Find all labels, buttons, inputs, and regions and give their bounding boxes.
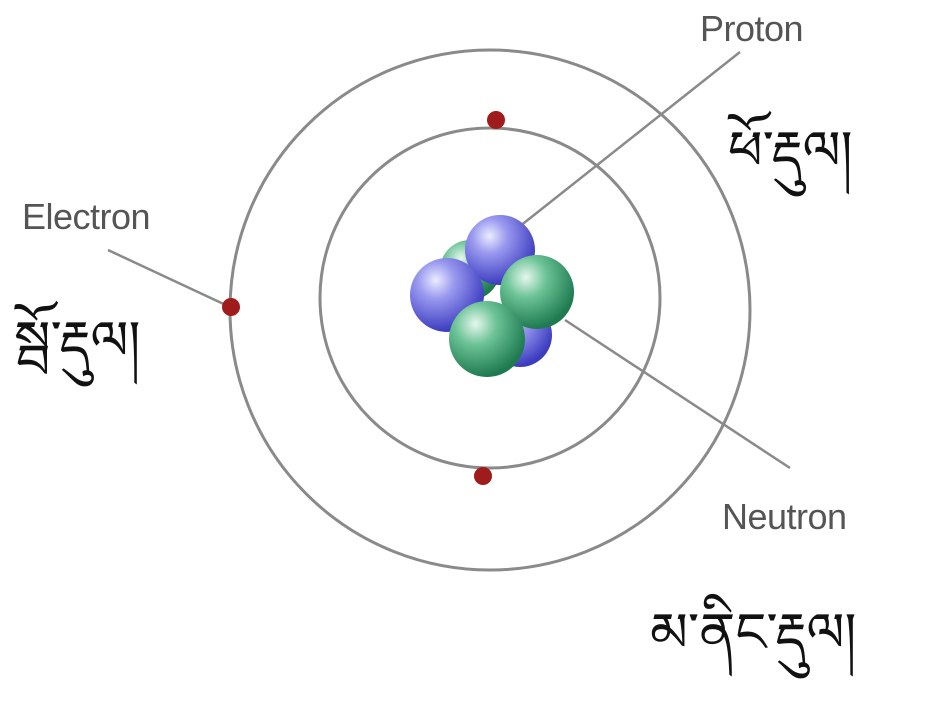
neutron-leader-line [565, 320, 790, 468]
electron-particle [474, 467, 492, 485]
electron-label-en: Electron [22, 196, 150, 238]
neutron-label-en: Neutron [722, 496, 847, 538]
neutron-particle [449, 301, 525, 377]
inner-orbit [320, 128, 660, 468]
electron-particle [222, 298, 240, 316]
electron-particle [487, 111, 505, 129]
proton-label-en: Proton [700, 8, 803, 50]
proton-leader-line [505, 52, 740, 238]
electron-label-bo: སྦོ་རྡུལ། [14, 280, 140, 432]
proton-label-bo: ཕོ་རྡུལ། [728, 90, 853, 242]
neutron-label-bo: མ་ནིང་རྡུལ། [650, 572, 856, 724]
nucleus [410, 215, 574, 377]
